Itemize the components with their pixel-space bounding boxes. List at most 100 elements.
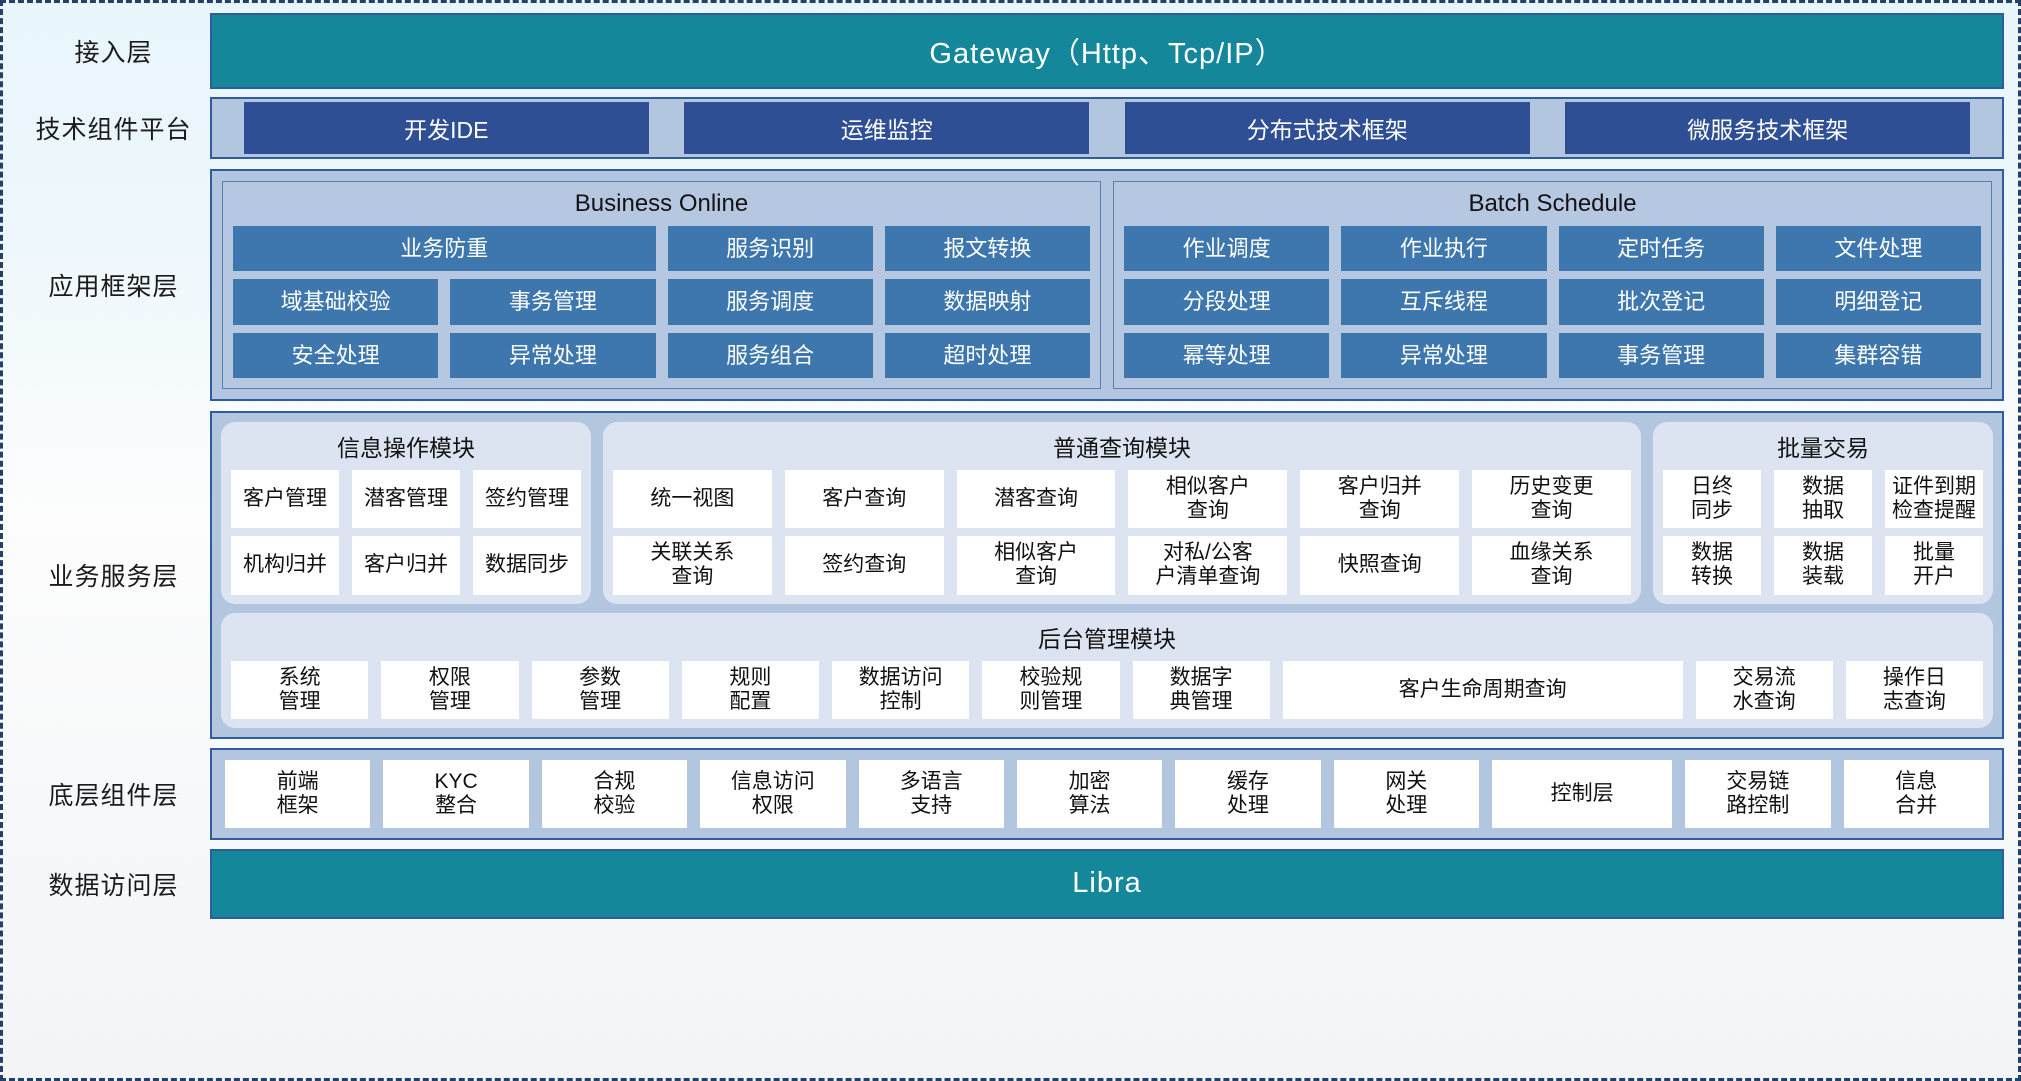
backoffice-tiles: 系统管理权限管理参数管理规则配置数据访问控制校验规则管理数据字典管理客户生命周期… xyxy=(231,660,1983,719)
business-online-grid: 业务防重服务识别报文转换域基础校验事务管理服务调度数据映射安全处理异常处理服务组… xyxy=(233,226,1090,378)
framework-tile[interactable]: 服务组合 xyxy=(667,332,873,378)
tile-row: 安全处理异常处理服务组合超时处理 xyxy=(233,332,1090,378)
framework-tile[interactable]: 作业执行 xyxy=(1341,226,1547,272)
framework-tile[interactable]: 文件处理 xyxy=(1775,226,1981,272)
framework-tile[interactable]: 事务管理 xyxy=(1558,332,1764,378)
service-tile[interactable]: 签约查询 xyxy=(784,536,944,595)
service-tile[interactable]: 证件到期检查提醒 xyxy=(1885,470,1983,529)
service-tile[interactable]: 数据转换 xyxy=(1663,536,1761,595)
tile-row: 分段处理互斥线程批次登记明细登记 xyxy=(1124,279,1981,325)
service-tile[interactable]: 客户归并 xyxy=(352,536,460,595)
panel-business-online: Business Online 业务防重服务识别报文转换域基础校验事务管理服务调… xyxy=(222,181,1101,389)
framework-tile[interactable]: 域基础校验 xyxy=(233,279,439,325)
layer-row-data-access: 数据访问层 Libra xyxy=(17,848,2004,919)
libra-banner[interactable]: Libra xyxy=(210,848,2004,919)
framework-tile[interactable]: 报文转换 xyxy=(884,226,1090,272)
service-tile[interactable]: 数据装载 xyxy=(1774,536,1872,595)
tech-button-dev-ide[interactable]: 开发IDE xyxy=(243,102,649,154)
service-tile[interactable]: 客户查询 xyxy=(784,470,944,529)
app-framework-panel: Business Online 业务防重服务识别报文转换域基础校验事务管理服务调… xyxy=(210,169,2004,401)
service-tile[interactable]: 日终同步 xyxy=(1663,470,1761,529)
component-tile[interactable]: 信息合并 xyxy=(1843,759,1989,828)
component-tile[interactable]: 信息访问权限 xyxy=(700,759,846,828)
service-tile[interactable]: 批量开户 xyxy=(1885,536,1983,595)
service-tile[interactable]: 血缘关系查询 xyxy=(1472,536,1631,595)
service-tile[interactable]: 签约管理 xyxy=(473,470,581,529)
service-tile[interactable]: 历史变更查询 xyxy=(1472,470,1631,529)
framework-tile[interactable]: 集群容错 xyxy=(1775,332,1981,378)
tech-button-microservice-framework[interactable]: 微服务技术框架 xyxy=(1565,102,1971,154)
framework-tile[interactable]: 互斥线程 xyxy=(1341,279,1547,325)
layer-body-data-access: Libra xyxy=(210,848,2004,919)
component-tile[interactable]: 网关处理 xyxy=(1333,759,1479,828)
layer-body-business-service: 信息操作模块客户管理潜客管理签约管理机构归并客户归并数据同步普通查询模块统一视图… xyxy=(210,411,2004,739)
component-tile[interactable]: 加密算法 xyxy=(1016,759,1163,828)
framework-tile[interactable]: 幂等处理 xyxy=(1124,332,1330,378)
layer-row-tech-platform: 技术组件平台 开发IDE 运维监控 分布式技术框架 微服务技术框架 xyxy=(17,97,2004,159)
gateway-banner[interactable]: Gateway（Http、Tcp/IP） xyxy=(210,13,2004,89)
layer-row-app-framework: 应用框架层 Business Online 业务防重服务识别报文转换域基础校验事… xyxy=(17,169,2004,401)
service-tile[interactable]: 机构归并 xyxy=(231,536,339,595)
service-tile[interactable]: 关联关系查询 xyxy=(613,536,772,595)
component-tile[interactable]: 多语言支持 xyxy=(858,759,1004,828)
service-tile[interactable]: 快照查询 xyxy=(1300,536,1460,595)
backoffice-tile[interactable]: 系统管理 xyxy=(231,660,369,719)
tile-row: 日终同步数据抽取证件到期检查提醒 xyxy=(1663,470,1983,529)
backoffice-tile[interactable]: 权限管理 xyxy=(381,660,519,719)
component-tile[interactable]: 合规校验 xyxy=(541,759,688,828)
service-tile[interactable]: 对私/公客户清单查询 xyxy=(1128,536,1288,595)
backoffice-tile[interactable]: 客户生命周期查询 xyxy=(1282,660,1683,719)
framework-tile[interactable]: 作业调度 xyxy=(1124,226,1330,272)
service-tile[interactable]: 客户管理 xyxy=(231,470,339,529)
service-tile[interactable]: 潜客查询 xyxy=(956,470,1116,529)
panel-title-business-online: Business Online xyxy=(574,190,749,217)
backoffice-tile[interactable]: 参数管理 xyxy=(531,660,669,719)
business-module-row: 信息操作模块客户管理潜客管理签约管理机构归并客户归并数据同步普通查询模块统一视图… xyxy=(221,422,1993,604)
framework-tile[interactable]: 分段处理 xyxy=(1124,279,1330,325)
framework-tile[interactable]: 定时任务 xyxy=(1558,226,1764,272)
layer-label-access: 接入层 xyxy=(74,39,153,67)
service-tile[interactable]: 数据抽取 xyxy=(1774,470,1872,529)
backoffice-tile[interactable]: 校验规则管理 xyxy=(982,660,1120,719)
framework-tile[interactable]: 业务防重 xyxy=(233,226,656,272)
layer-label-data-access: 数据访问层 xyxy=(48,871,179,900)
backoffice-tile[interactable]: 数据访问控制 xyxy=(832,660,970,719)
business-module-panel: 批量交易日终同步数据抽取证件到期检查提醒数据转换数据装载批量开户 xyxy=(1653,422,1993,604)
layer-body-app-framework: Business Online 业务防重服务识别报文转换域基础校验事务管理服务调… xyxy=(210,169,2004,401)
service-tile[interactable]: 统一视图 xyxy=(613,470,772,529)
backoffice-tile[interactable]: 交易流水查询 xyxy=(1695,660,1833,719)
panel-backoffice-module: 后台管理模块 系统管理权限管理参数管理规则配置数据访问控制校验规则管理数据字典管… xyxy=(221,612,1993,728)
service-tile[interactable]: 相似客户查询 xyxy=(956,536,1116,595)
component-tile[interactable]: 控制层 xyxy=(1492,759,1673,828)
service-tile[interactable]: 潜客管理 xyxy=(352,470,460,529)
tech-button-ops-monitor[interactable]: 运维监控 xyxy=(684,102,1090,154)
tech-button-distributed-framework[interactable]: 分布式技术框架 xyxy=(1124,102,1530,154)
backoffice-tile[interactable]: 规则配置 xyxy=(681,660,819,719)
service-tile[interactable]: 客户归并查询 xyxy=(1300,470,1460,529)
framework-tile[interactable]: 超时处理 xyxy=(884,332,1090,378)
framework-tile[interactable]: 异常处理 xyxy=(450,332,656,378)
tile-row: 数据转换数据装载批量开户 xyxy=(1663,536,1983,595)
framework-tile[interactable]: 事务管理 xyxy=(450,279,656,325)
component-tile[interactable]: 前端框架 xyxy=(225,759,371,828)
framework-tile[interactable]: 数据映射 xyxy=(884,279,1090,325)
framework-tile[interactable]: 服务调度 xyxy=(667,279,873,325)
framework-tile[interactable]: 服务识别 xyxy=(667,226,873,272)
layer-row-business-service: 业务服务层 信息操作模块客户管理潜客管理签约管理机构归并客户归并数据同步普通查询… xyxy=(17,411,2004,739)
panel-title-batch-schedule: Batch Schedule xyxy=(1468,190,1637,217)
business-module-panel: 普通查询模块统一视图客户查询潜客查询相似客户查询客户归并查询历史变更查询关联关系… xyxy=(603,422,1641,604)
framework-tile[interactable]: 批次登记 xyxy=(1558,279,1764,325)
panel-batch-schedule: Batch Schedule 作业调度作业执行定时任务文件处理分段处理互斥线程批… xyxy=(1113,181,1992,389)
component-tile[interactable]: 交易链路控制 xyxy=(1685,759,1831,828)
service-tile[interactable]: 数据同步 xyxy=(473,536,581,595)
backoffice-tile[interactable]: 操作日志查询 xyxy=(1845,660,1983,719)
service-tile[interactable]: 相似客户查询 xyxy=(1128,470,1288,529)
framework-tile[interactable]: 安全处理 xyxy=(233,332,439,378)
backoffice-tile[interactable]: 数据字典管理 xyxy=(1132,660,1270,719)
component-tile[interactable]: 缓存处理 xyxy=(1175,759,1321,828)
framework-tile[interactable]: 明细登记 xyxy=(1775,279,1981,325)
framework-tile[interactable]: 异常处理 xyxy=(1341,332,1547,378)
